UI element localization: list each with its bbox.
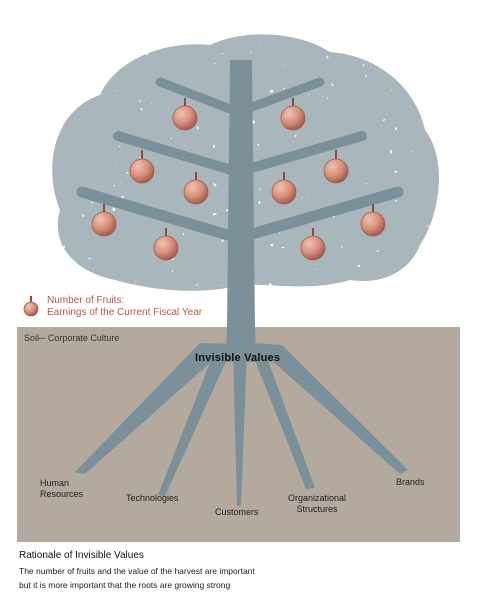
legend-line-1: Number of Fruits: — [47, 295, 125, 306]
fruit-legend-label: Number of Fruits: Earnings of the Curren… — [47, 295, 202, 319]
fruit — [323, 150, 349, 184]
root-label-line: Resources — [40, 489, 84, 499]
fruit — [280, 98, 306, 131]
root-label-human-resources: Human Resources — [40, 478, 83, 500]
tree-branches — [76, 77, 404, 244]
soil-label: Soil─ Corporate Culture — [24, 333, 120, 343]
root-label-customers: Customers — [215, 507, 259, 518]
rationale-line-2: but it is more important that the roots … — [19, 580, 231, 590]
fruit — [300, 228, 326, 261]
fruit — [183, 172, 209, 205]
root-label-brands: Brands — [396, 477, 425, 488]
fruit — [153, 228, 179, 261]
root-label-line: Brands — [396, 477, 425, 487]
fruit — [129, 150, 155, 184]
tree-trunk — [226, 60, 256, 350]
root-label-line: Structures — [296, 504, 338, 514]
fruits — [91, 98, 386, 261]
root-label-line: Customers — [215, 507, 259, 517]
rationale-title: Rationale of Invisible Values — [19, 550, 144, 561]
fruit — [91, 204, 117, 237]
fruit — [360, 204, 386, 237]
legend-line-2: Earnings of the Current Fiscal Year — [47, 307, 203, 318]
tree-roots — [75, 343, 408, 506]
root-label-line: Technologies — [126, 493, 179, 503]
fruit-legend: Number of Fruits: Earnings of the Curren… — [23, 295, 202, 319]
fruit — [271, 172, 297, 205]
root-label-line: Human — [40, 478, 70, 488]
invisible-values-title: Invisible Values — [195, 352, 281, 364]
rationale-line-1: The number of fruits and the value of th… — [19, 566, 255, 576]
fruit-legend-icon — [23, 296, 39, 317]
root-label-technologies: Technologies — [126, 493, 179, 504]
root-label-organizational-structures: Organizational Structures — [288, 493, 346, 515]
root-label-line: Organizational — [288, 493, 347, 503]
fruit — [172, 98, 198, 131]
